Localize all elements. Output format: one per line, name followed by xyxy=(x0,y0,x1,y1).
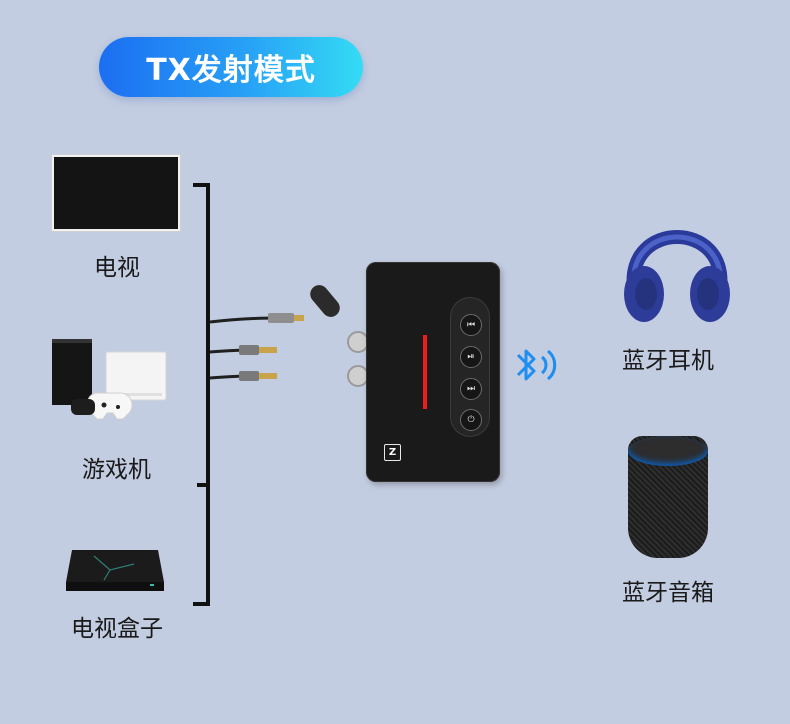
previous-track-button: ⏮ xyxy=(460,314,482,336)
target-label-speaker: 蓝牙音箱 xyxy=(622,573,714,607)
bracket-middle xyxy=(197,483,210,487)
mode-title-badge: TX发射模式 xyxy=(99,37,363,97)
indicator-light xyxy=(423,335,427,409)
brand-logo-icon: Z xyxy=(384,444,401,461)
game-console-icon xyxy=(48,335,173,427)
source-label-game-console: 游戏机 xyxy=(82,450,151,484)
power-button: ⏻ xyxy=(460,409,482,431)
tv-icon xyxy=(52,155,180,231)
tv-box-icon xyxy=(64,546,166,596)
bluetooth-icon xyxy=(512,343,560,387)
mode-title: TX发射模式 xyxy=(146,45,316,89)
bracket-bottom xyxy=(193,602,210,606)
speaker-top xyxy=(628,436,708,466)
source-label-tv: 电视 xyxy=(94,248,140,282)
target-label-headphones: 蓝牙耳机 xyxy=(622,341,714,375)
source-label-tv-box: 电视盒子 xyxy=(71,609,163,643)
audio-cables-icon xyxy=(206,300,316,400)
play-pause-button: ⏯ xyxy=(460,346,482,368)
headphones-icon xyxy=(618,200,736,328)
next-track-button: ⏭ xyxy=(460,378,482,400)
